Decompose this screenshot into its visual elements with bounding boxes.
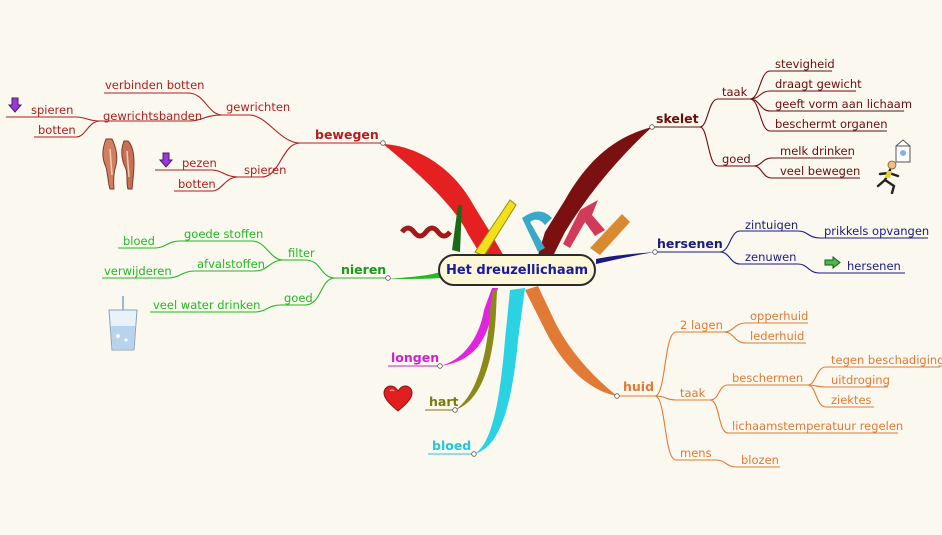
node-geeft-vorm[interactable]: geeft vorm aan lichaam <box>775 97 913 111</box>
node-goed-skelet[interactable]: goed <box>722 152 751 166</box>
node-gewrichten[interactable]: gewrichten <box>226 100 291 114</box>
node-hart[interactable]: hart <box>429 394 459 409</box>
node-verbinden-botten[interactable]: verbinden botten <box>105 78 205 92</box>
node-pezen[interactable]: pezen <box>182 156 217 170</box>
node-lichaamstemperatuur[interactable]: lichaamstemperatuur regelen <box>732 419 904 433</box>
node-beschermen[interactable]: beschermen <box>732 371 804 385</box>
center-title: Het dreuzellichaam <box>445 262 589 278</box>
node-zintuigen[interactable]: zintuigen <box>745 218 799 232</box>
node-taak-skelet[interactable]: taak <box>722 85 748 99</box>
node-hersenen[interactable]: hersenen <box>657 236 723 251</box>
node-2-lagen[interactable]: 2 lagen <box>680 318 723 332</box>
arrow-down-icon <box>159 152 173 168</box>
node-veel-water-drinken[interactable]: veel water drinken <box>153 298 261 312</box>
node-spieren-sub[interactable]: spieren <box>31 103 74 117</box>
node-beschermt-organen[interactable]: beschermt organen <box>775 117 888 131</box>
arrow-right-icon <box>824 256 841 269</box>
running-figure-icon <box>876 160 900 194</box>
node-tegen-beschadiging[interactable]: tegen beschadiging <box>831 353 942 367</box>
node-lederhuid[interactable]: lederhuid <box>750 329 805 343</box>
node-opperhuid[interactable]: opperhuid <box>750 309 809 323</box>
node-botten[interactable]: botten <box>178 177 216 191</box>
node-zenuwen[interactable]: zenuwen <box>745 250 797 264</box>
node-botten-sub[interactable]: botten <box>38 123 76 137</box>
node-goede-stoffen[interactable]: goede stoffen <box>184 227 264 241</box>
node-goed-nieren[interactable]: goed <box>284 291 313 305</box>
node-melk-drinken[interactable]: melk drinken <box>780 144 855 158</box>
node-bloed-sub[interactable]: bloed <box>123 234 155 248</box>
swiss-army-knife-icon <box>383 127 655 454</box>
node-skelet[interactable]: skelet <box>656 111 699 126</box>
node-ziektes[interactable]: ziektes <box>831 393 872 407</box>
node-nieren[interactable]: nieren <box>341 262 387 277</box>
node-spieren[interactable]: spieren <box>244 163 287 177</box>
node-veel-bewegen[interactable]: veel bewegen <box>780 164 861 178</box>
heart-icon <box>383 385 413 412</box>
node-verwijderen[interactable]: verwijderen <box>104 264 172 278</box>
node-uitdroging[interactable]: uitdroging <box>831 373 890 387</box>
node-gewrichtsbanden[interactable]: gewrichtsbanden <box>103 109 203 123</box>
node-bewegen[interactable]: bewegen <box>315 127 379 142</box>
node-hersenen-sub[interactable]: hersenen <box>847 259 901 273</box>
node-huid[interactable]: huid <box>623 379 655 394</box>
node-prikkels-opvangen[interactable]: prikkels opvangen <box>824 224 930 238</box>
node-afvalstoffen[interactable]: afvalstoffen <box>197 257 265 271</box>
muscle-arm-icon <box>102 138 135 190</box>
water-glass-icon <box>108 296 138 351</box>
node-longen[interactable]: longen <box>391 350 440 365</box>
node-filter[interactable]: filter <box>288 246 315 260</box>
node-bloed[interactable]: bloed <box>432 438 472 453</box>
node-mens[interactable]: mens <box>680 446 712 460</box>
arrow-down-icon <box>8 97 22 113</box>
node-blozen[interactable]: blozen <box>741 453 779 467</box>
node-stevigheid[interactable]: stevigheid <box>775 57 835 71</box>
node-draagt-gewicht[interactable]: draagt gewicht <box>775 77 862 91</box>
center-node[interactable]: Het dreuzellichaam <box>438 254 596 286</box>
node-taak-huid[interactable]: taak <box>680 386 706 400</box>
milk-carton-icon <box>895 139 911 163</box>
